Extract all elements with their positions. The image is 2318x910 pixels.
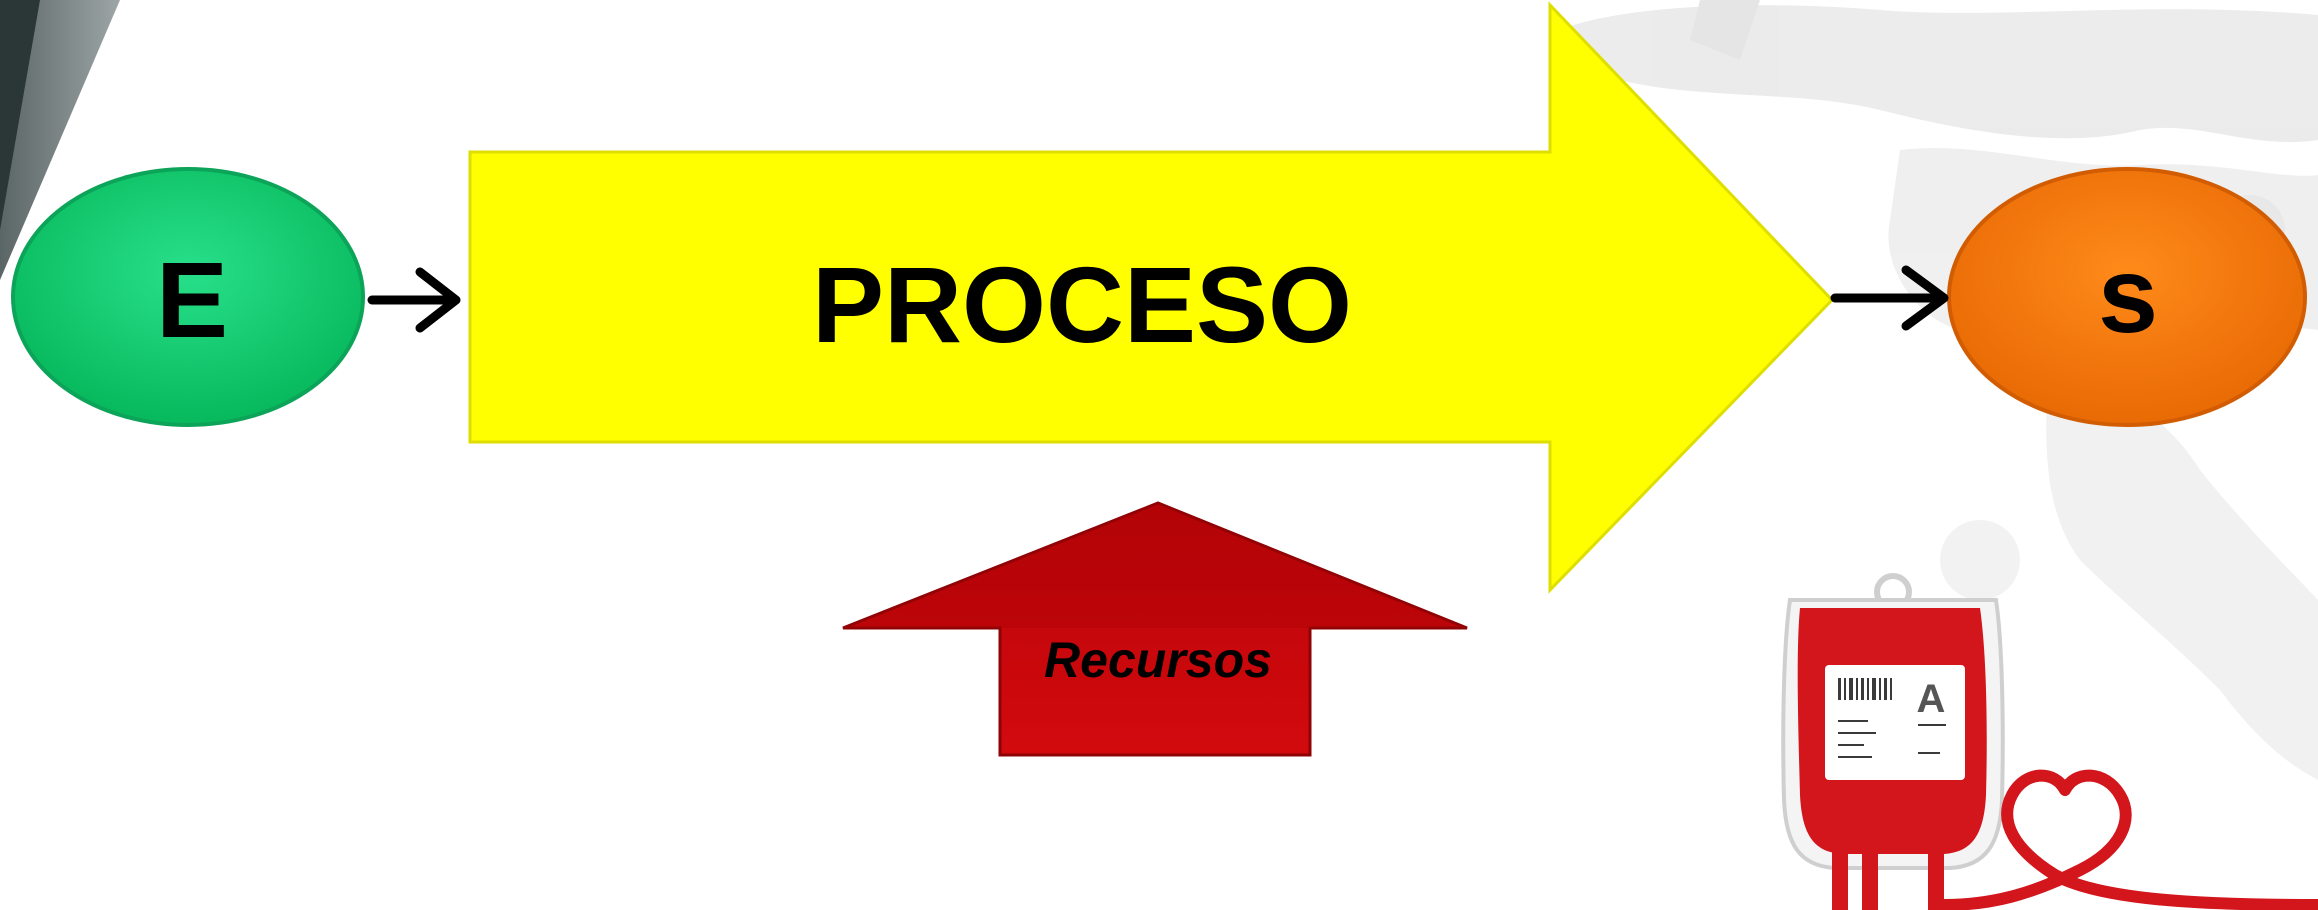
input-node: E bbox=[11, 167, 365, 427]
process-label: PROCESO bbox=[812, 244, 1352, 365]
blood-bag-illustration: A bbox=[1781, 573, 2318, 910]
process-arrow: PROCESO bbox=[468, 1, 1835, 594]
connector-input-to-process bbox=[367, 267, 461, 333]
input-node-label: E bbox=[156, 239, 228, 360]
resources-arrow: Recursos bbox=[842, 501, 1468, 757]
barcode-icon bbox=[1838, 678, 1946, 758]
connector-process-to-output bbox=[1830, 265, 1949, 331]
output-node-label: s bbox=[2098, 234, 2158, 355]
resources-label: Recursos bbox=[1044, 632, 1272, 688]
blood-bag-label-card bbox=[1825, 665, 1965, 780]
output-node: s bbox=[1947, 167, 2307, 427]
blood-type-label: A bbox=[1917, 677, 1946, 721]
left-edge-decoration bbox=[0, 0, 120, 280]
